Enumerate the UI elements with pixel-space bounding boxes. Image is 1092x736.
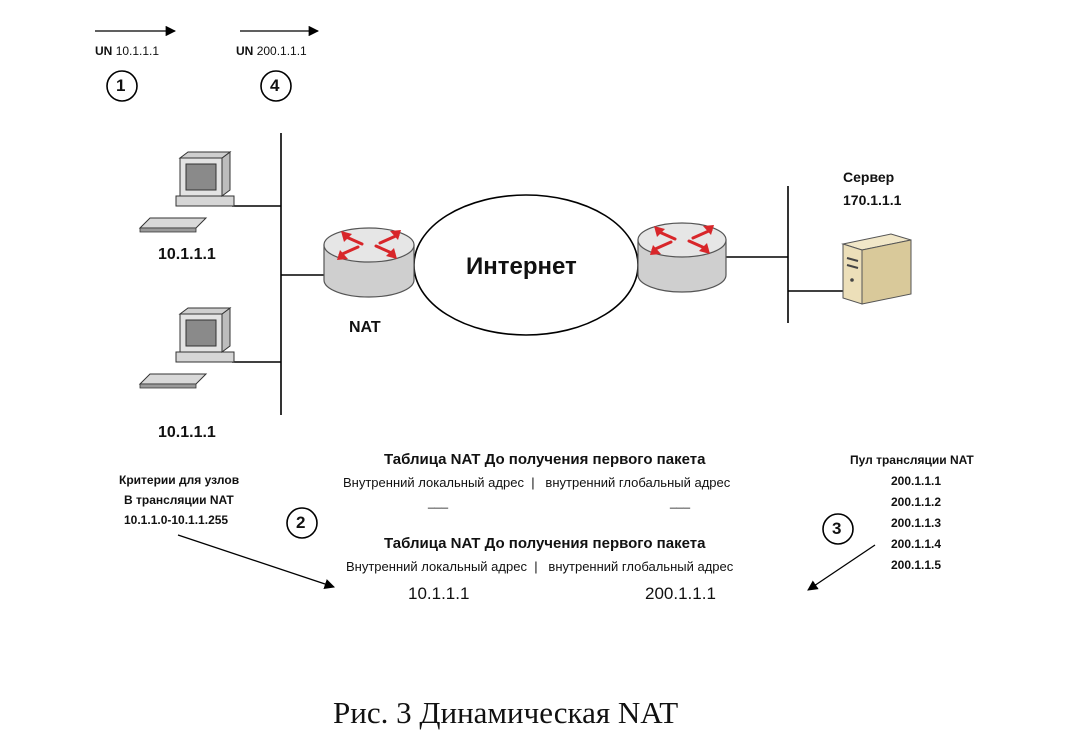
table-before-col-global: внутренний глобальный адрес (545, 475, 731, 490)
host-2-ip: 10.1.1.1 (158, 424, 216, 441)
packet-1-ip: 10.1.1.1 (115, 44, 160, 58)
table-before-separator: | (531, 475, 535, 490)
step-4-circle (260, 70, 292, 102)
nat-router-icon (323, 227, 415, 298)
criteria-line-1: Критерии для узлов (119, 473, 240, 487)
table-before-header: Внутренний локальный адрес | внутренний … (343, 476, 730, 489)
server-icon (841, 233, 912, 305)
pool-title: Пул трансляции NAT (850, 453, 974, 467)
table-after-title: Таблица NAT До получения первого пакета (384, 535, 706, 552)
pool-address: 200.1.1.2 (891, 495, 942, 509)
step-2-number: 2 (296, 513, 306, 532)
server-title: Сервер (843, 169, 895, 185)
remote-router-icon (637, 222, 727, 293)
internet-label: Интернет (466, 253, 577, 280)
packet-4-ip: 200.1.1.1 (256, 44, 307, 58)
table-before-title: Таблица NAT До получения первого пакета (384, 451, 706, 468)
criteria-arrow (177, 534, 335, 589)
packet-4-label: UN 200.1.1.1 (236, 45, 307, 57)
pool-address: 200.1.1.3 (891, 516, 942, 530)
table-after-col-local: Внутренний локальный адрес (346, 559, 527, 574)
packet-4-tag: UN (236, 44, 254, 58)
computer-icon (138, 151, 235, 233)
packet-1-label: UN 10.1.1.1 (95, 45, 159, 57)
pool-arrow (807, 544, 876, 591)
step-1-circle (106, 70, 138, 102)
table-before-local-value: ___ (428, 495, 449, 509)
step-1-number: 1 (116, 76, 126, 95)
table-after-local-value: 10.1.1.1 (408, 584, 470, 603)
table-after-separator: | (534, 559, 538, 574)
computer-icon (138, 307, 235, 389)
table-before-col-local: Внутренний локальный адрес (343, 475, 524, 490)
step-4-number: 4 (270, 76, 280, 95)
step-3-circle (822, 513, 854, 545)
pool-address: 200.1.1.4 (891, 537, 942, 551)
table-before-global-value: ___ (670, 495, 691, 509)
criteria-range: 10.1.1.0-10.1.1.255 (124, 513, 229, 527)
table-after-global-value: 200.1.1.1 (645, 584, 716, 603)
step-3-number: 3 (832, 519, 842, 538)
host-1-ip: 10.1.1.1 (158, 246, 216, 263)
step-2-circle (286, 507, 318, 539)
nat-router-label: NAT (349, 319, 381, 336)
table-after-header: Внутренний локальный адрес | внутренний … (346, 560, 733, 573)
pool-address: 200.1.1.1 (891, 474, 942, 488)
criteria-line-2: В трансляции NAT (124, 493, 234, 507)
table-after-col-global: внутренний глобальный адрес (548, 559, 734, 574)
server-ip: 170.1.1.1 (843, 192, 902, 208)
pool-address: 200.1.1.5 (891, 558, 942, 572)
packet-1-tag: UN (95, 44, 113, 58)
figure-caption: Рис. 3 Динамическая NAT (333, 695, 679, 730)
